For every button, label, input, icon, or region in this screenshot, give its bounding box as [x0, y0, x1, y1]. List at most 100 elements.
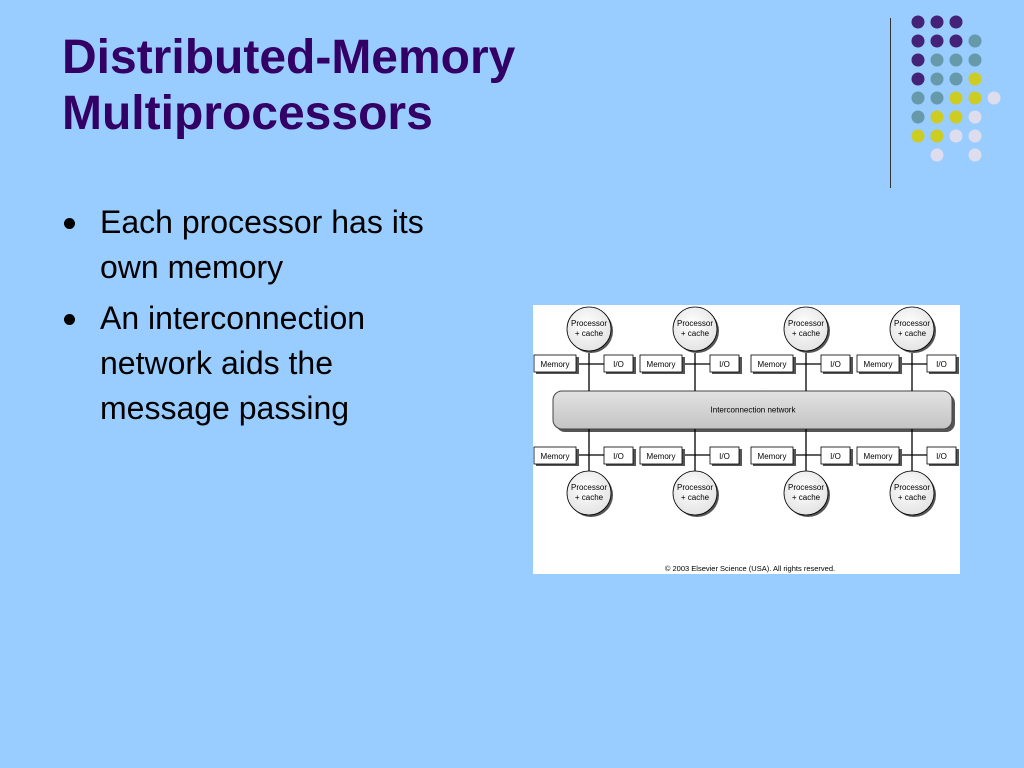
processor-label-line: Processor: [894, 483, 930, 492]
processor-circle: [889, 470, 935, 516]
io-box: [709, 446, 740, 465]
dot: [949, 53, 963, 67]
memory-box: [856, 354, 900, 373]
node-top-2: Memory I/O Processor + cache: [639, 306, 742, 391]
bullet-item: An interconnection network aids the mess…: [62, 296, 512, 431]
dot: [930, 53, 944, 67]
dot: [930, 129, 944, 143]
dot: [968, 110, 982, 124]
io-label: I/O: [936, 360, 947, 369]
distributed-memory-diagram: Interconnection network Memory I/O Proce…: [533, 305, 960, 574]
memory-label: Memory: [758, 452, 787, 461]
dot: [968, 72, 982, 86]
slide-title-line-2: Multiprocessors: [62, 87, 433, 140]
dot-row-5: [911, 91, 1001, 105]
dot: [911, 72, 925, 86]
dot: [930, 15, 944, 29]
memory-box: [639, 446, 683, 465]
dot: [911, 110, 925, 124]
processor-circle: [783, 470, 829, 516]
io-label: I/O: [719, 452, 730, 461]
bullet-text-line: Each processor has its: [100, 204, 424, 240]
io-label: I/O: [936, 452, 947, 461]
node-bottom-4: Memory I/O Processor + cache: [856, 429, 959, 517]
dot: [930, 72, 944, 86]
node-top-3: Memory I/O Processor + cache: [750, 306, 853, 391]
io-label: I/O: [719, 360, 730, 369]
dot: [930, 148, 944, 162]
decorative-vertical-line: [890, 18, 891, 188]
io-box: [709, 354, 740, 373]
memory-box: [533, 354, 577, 373]
processor-label-line: Processor: [788, 483, 824, 492]
io-box: [820, 354, 851, 373]
processor-label-line: + cache: [792, 329, 821, 338]
processor-label-line: + cache: [792, 493, 821, 502]
dot: [968, 34, 982, 48]
memory-label: Memory: [647, 452, 676, 461]
processor-label-line: Processor: [571, 483, 607, 492]
node-bottom-2: Memory I/O Processor + cache: [639, 429, 742, 517]
memory-box: [639, 354, 683, 373]
processor-label-line: Processor: [677, 483, 713, 492]
network-label: Interconnection network: [711, 406, 797, 415]
memory-label: Memory: [864, 360, 893, 369]
dot: [949, 15, 963, 29]
slide-title: Distributed-Memory Multiprocessors: [62, 30, 682, 142]
dot: [949, 34, 963, 48]
io-box: [926, 446, 957, 465]
node-top-4: Memory I/O Processor + cache: [856, 306, 959, 391]
processor-label-line: + cache: [575, 493, 604, 502]
memory-label: Memory: [758, 360, 787, 369]
dot-row-8: [930, 148, 982, 162]
diagram-canvas: Interconnection network Memory I/O Proce…: [533, 306, 959, 573]
io-label: I/O: [613, 360, 624, 369]
memory-label: Memory: [864, 452, 893, 461]
processor-circle: [889, 306, 935, 352]
node-top-1: Memory I/O Processor + cache: [533, 306, 636, 391]
processor-label-line: + cache: [681, 493, 710, 502]
memory-box: [533, 446, 577, 465]
dot: [911, 91, 925, 105]
dot: [930, 34, 944, 48]
processor-circle: [672, 470, 718, 516]
io-box: [820, 446, 851, 465]
memory-label: Memory: [541, 360, 570, 369]
node-bottom-1: Memory I/O Processor + cache: [533, 429, 636, 517]
dot-row-7: [911, 129, 982, 143]
dot: [968, 129, 982, 143]
bullet-list: Each processor has its own memory An int…: [62, 200, 512, 437]
processor-label-line: + cache: [575, 329, 604, 338]
node-bottom-3: Memory I/O Processor + cache: [750, 429, 853, 517]
processor-label-line: + cache: [898, 329, 927, 338]
dot: [911, 34, 925, 48]
processor-label-line: + cache: [681, 329, 710, 338]
io-label: I/O: [613, 452, 624, 461]
dot: [949, 72, 963, 86]
bullet-text-line: network aids the: [100, 345, 334, 381]
processor-label-line: Processor: [677, 319, 713, 328]
processor-label-line: Processor: [571, 319, 607, 328]
dot: [968, 148, 982, 162]
bullet-text-line: message passing: [100, 390, 350, 426]
network-bar: [552, 390, 953, 430]
dot: [911, 15, 925, 29]
io-label: I/O: [830, 360, 841, 369]
dot: [911, 53, 925, 67]
dot-row-2: [911, 34, 982, 48]
io-box: [603, 354, 634, 373]
dot-row-6: [911, 110, 982, 124]
processor-label-line: Processor: [788, 319, 824, 328]
bullet-item: Each processor has its own memory: [62, 200, 512, 290]
processor-circle: [566, 470, 612, 516]
dot: [987, 91, 1001, 105]
slide-title-line-1: Distributed-Memory: [62, 31, 516, 84]
dot: [949, 91, 963, 105]
processor-label-line: Processor: [894, 319, 930, 328]
processor-circle: [566, 306, 612, 352]
memory-label: Memory: [647, 360, 676, 369]
bullet-text-line: own memory: [100, 249, 284, 285]
memory-box: [856, 446, 900, 465]
dot-row-1: [911, 15, 963, 29]
dot: [968, 91, 982, 105]
